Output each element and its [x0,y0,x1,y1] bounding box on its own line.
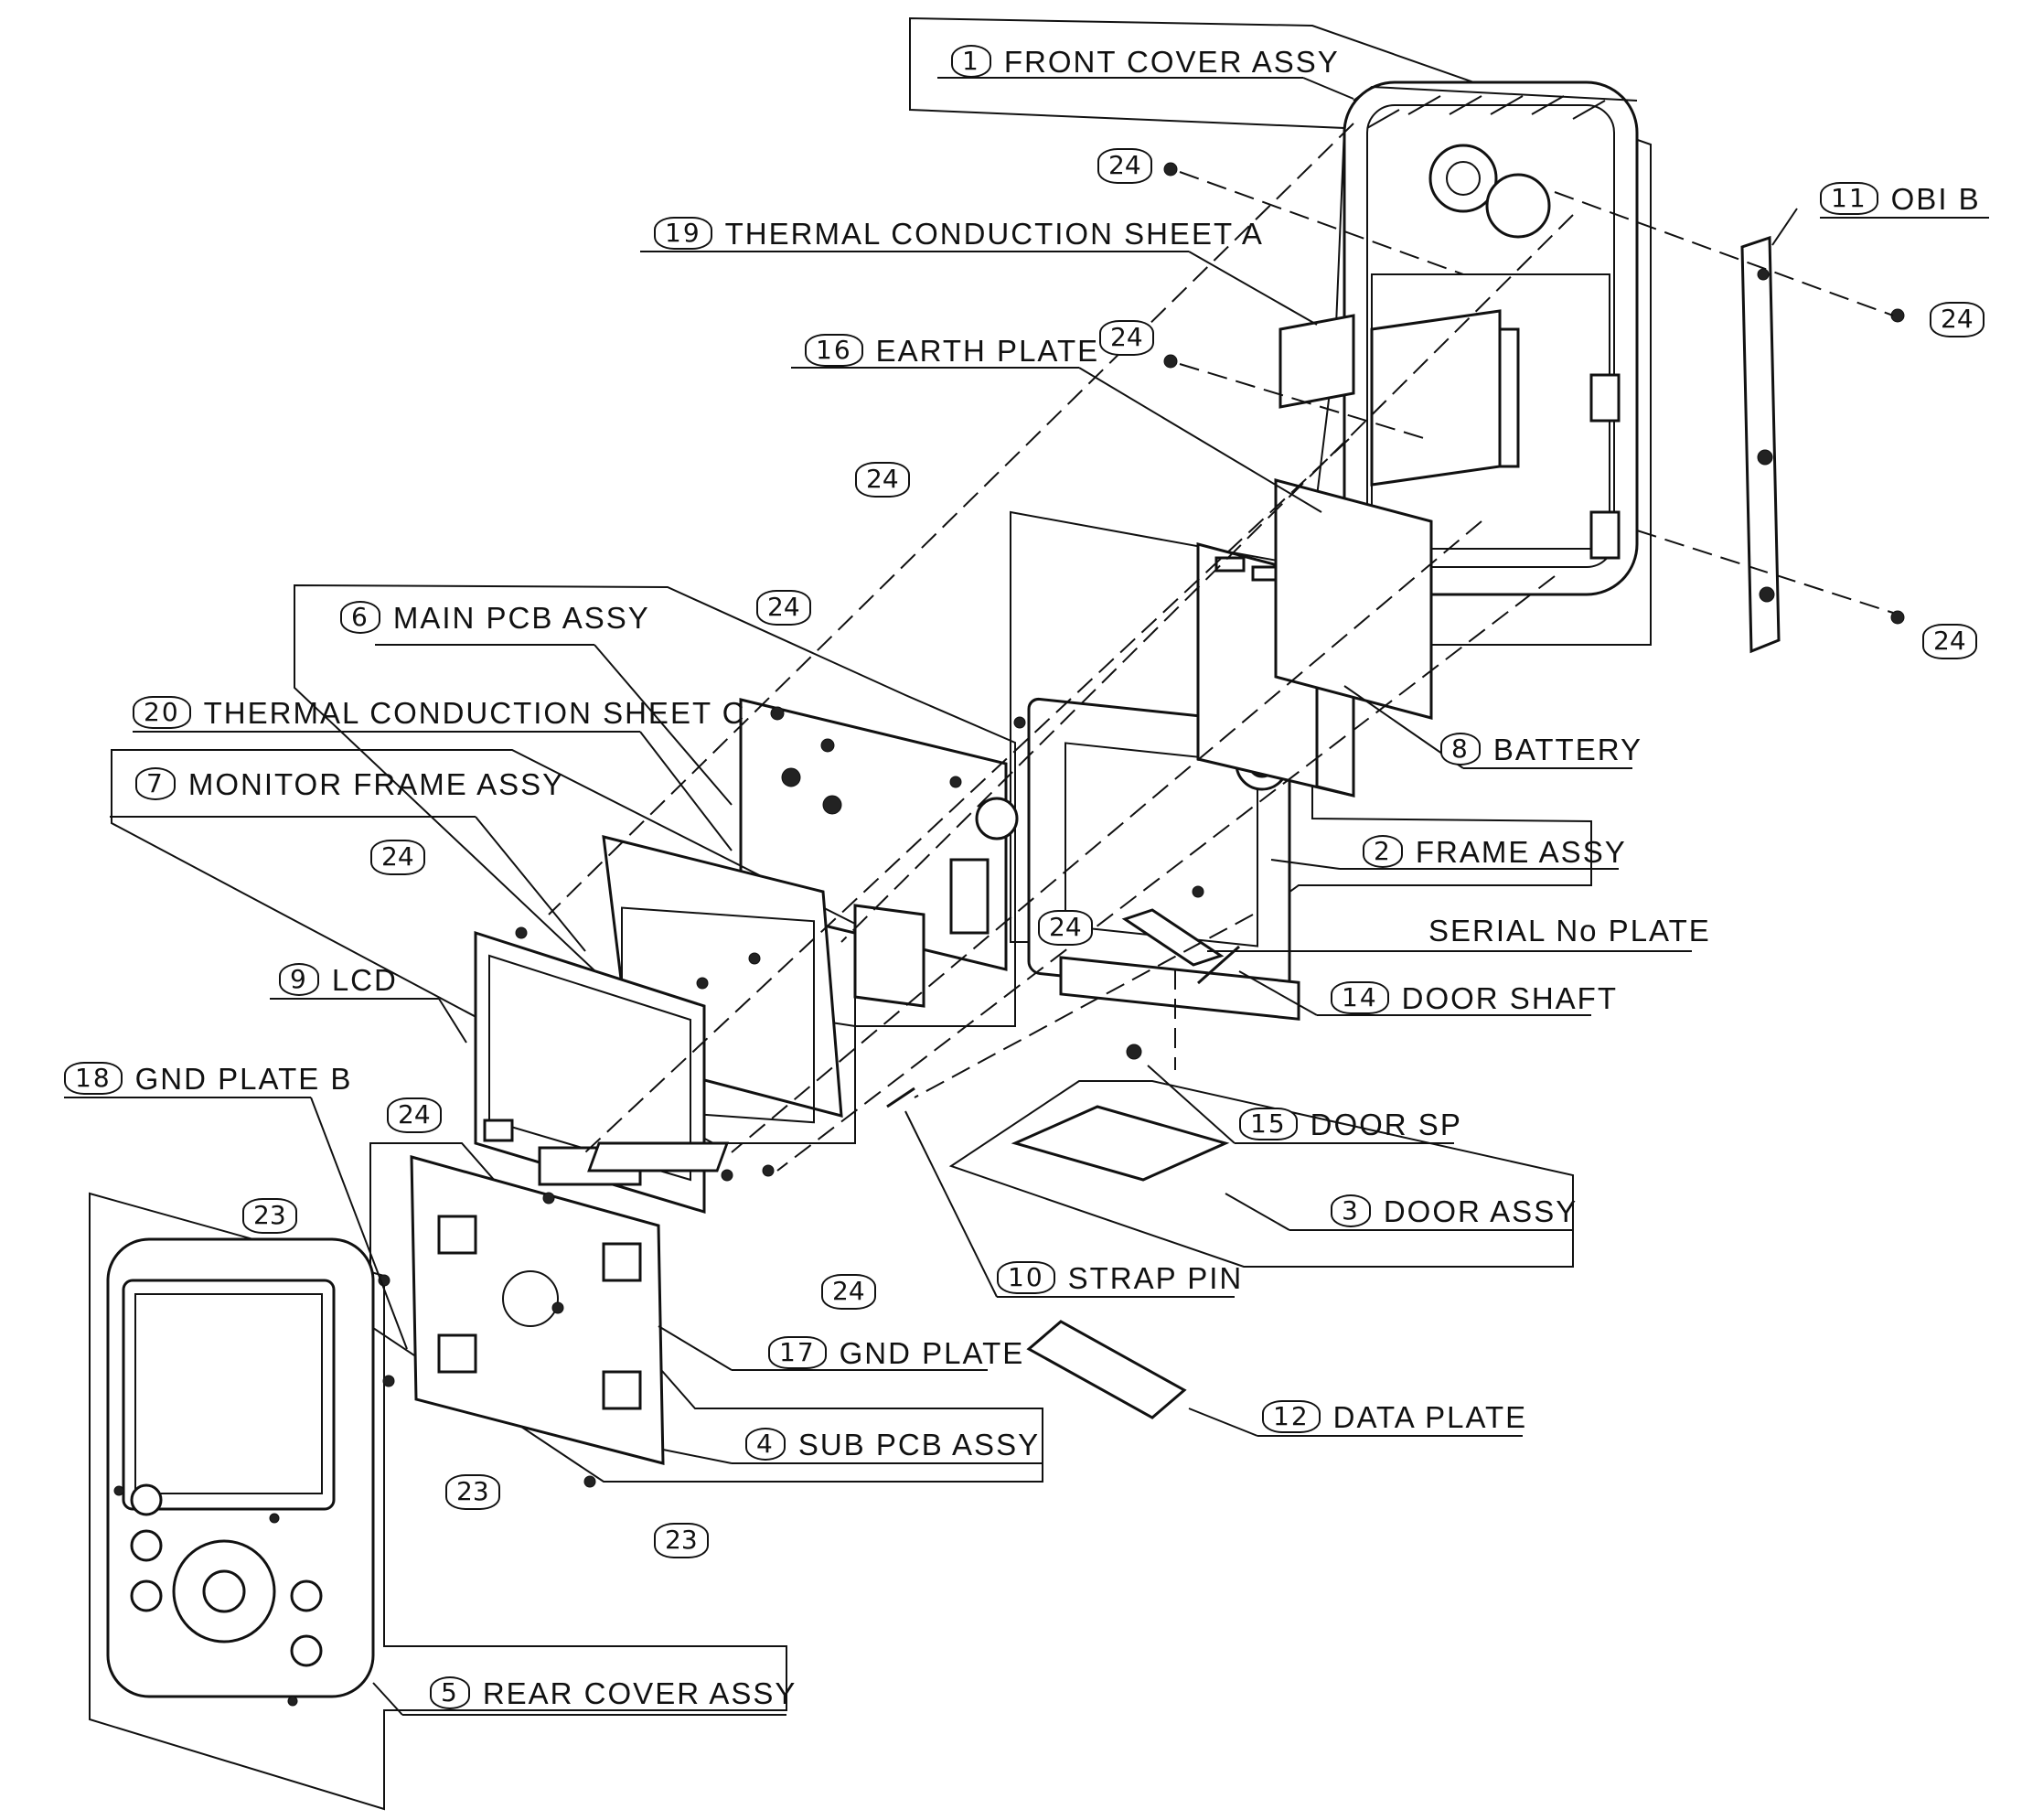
data-plate [1026,1320,1187,1419]
part-number: 2 [1363,835,1403,869]
label-door-shaft: 14 DOOR SHAFT [1331,980,1618,1015]
label-monitor-frame-assy: 7 MONITOR FRAME ASSY [135,766,565,801]
label-serial-no-plate: SERIAL No PLATE [1428,913,1711,946]
label-lcd: 9 LCD [279,962,398,997]
screw-tag-24: 24 [1099,320,1154,356]
part-name: MAIN PCB ASSY [392,600,650,635]
part-number: 12 [1262,1400,1321,1434]
thermal-sheet-c [853,904,925,1008]
label-sub-pcb-assy: 4 SUB PCB ASSY [745,1427,1040,1461]
earth-plate [1274,478,1433,720]
label-data-plate: 12 DATA PLATE [1262,1399,1528,1434]
part-name: GND PLATE B [134,1061,353,1096]
screw-tag-24: 24 [821,1274,876,1310]
part-number: 10 [997,1261,1055,1295]
label-thermal-sheet-c: 20 THERMAL CONDUCTION SHEET C [133,695,746,730]
label-rear-cover-assy: 5 REAR COVER ASSY [430,1675,797,1710]
part-name: GND PLATE [839,1335,1025,1370]
part-number: 11 [1820,182,1878,216]
screws [378,162,1905,1488]
label-door-assy: 3 DOOR ASSY [1331,1194,1578,1228]
part-number: 7 [135,767,176,801]
door-spring [1126,1044,1142,1060]
part-name: BATTERY [1492,732,1642,766]
label-frame-assy: 2 FRAME ASSY [1363,834,1627,869]
part-number: 6 [340,601,380,635]
part-number: 5 [430,1676,470,1710]
assembly-axes [548,123,1894,1172]
part-name: SUB PCB ASSY [797,1427,1041,1461]
label-earth-plate: 16 EARTH PLATE [805,333,1100,368]
part-number: 14 [1331,981,1389,1015]
part-number: 4 [745,1428,786,1461]
label-main-pcb-assy: 6 MAIN PCB ASSY [340,600,650,635]
screw-tag-24: 24 [1930,302,1985,337]
thermal-sheet-a [1278,309,1502,487]
part-name: FRONT COVER ASSY [1003,44,1340,79]
label-door-sp: 15 DOOR SP [1239,1107,1462,1141]
part-name: DOOR SHAFT [1401,980,1618,1015]
part-name: DATA PLATE [1332,1399,1528,1434]
screw-tag-24: 24 [855,462,910,498]
rear-cover-assy [89,1192,787,1811]
part-number: 20 [133,696,191,730]
part-number: 15 [1239,1108,1298,1141]
screw-tag-24: 24 [1922,624,1977,659]
part-number: 3 [1331,1194,1371,1228]
strap-pin [886,1087,915,1108]
part-number: 19 [654,217,712,251]
part-name: THERMAL CONDUCTION SHEET A [724,216,1264,251]
screw-tag-24: 24 [387,1097,442,1133]
screw-tag-23: 23 [654,1523,709,1558]
screw-tag-23: 23 [445,1474,500,1510]
part-number: 17 [768,1336,827,1370]
label-thermal-sheet-a: 19 THERMAL CONDUCTION SHEET A [654,216,1264,251]
label-battery: 8 BATTERY [1440,732,1642,766]
part-name: EARTH PLATE [875,333,1100,368]
door-assy [587,1080,1574,1268]
part-name: DOOR SP [1310,1107,1462,1141]
part-number: 1 [951,45,991,79]
part-name: DOOR ASSY [1383,1194,1578,1228]
serial-no-plate [1121,908,1225,967]
part-name: REAR COVER ASSY [482,1675,797,1710]
screw-tag-24: 24 [756,590,811,626]
screw-tag-24: 24 [1097,148,1152,184]
screw-tag-24: 24 [370,840,425,875]
label-obi-b: 11 OBI B [1820,181,1981,216]
part-name: SERIAL No PLATE [1428,913,1711,947]
screw-tag-23: 23 [242,1198,297,1234]
label-gnd-plate: 17 GND PLATE [768,1335,1025,1370]
part-name: MONITOR FRAME ASSY [187,766,565,801]
label-gnd-plate-b: 18 GND PLATE B [64,1061,353,1096]
leader-lines [64,77,1989,1716]
part-number: 8 [1440,733,1481,766]
part-name: STRAP PIN [1067,1260,1244,1295]
part-number: 9 [279,963,319,997]
screw-tag-24: 24 [1038,910,1093,946]
part-name: OBI B [1890,181,1981,216]
obi-b [1740,208,1798,654]
part-number: 18 [64,1062,123,1096]
part-name: FRAME ASSY [1415,834,1627,869]
door-shaft [1197,945,1240,985]
label-strap-pin: 10 STRAP PIN [997,1260,1244,1295]
part-name: LCD [331,962,398,997]
sub-pcb-assy [369,1142,1043,1483]
part-name: THERMAL CONDUCTION SHEET C [203,695,746,730]
label-front-cover-assy: 1 FRONT COVER ASSY [951,44,1340,79]
part-number: 16 [805,334,863,368]
